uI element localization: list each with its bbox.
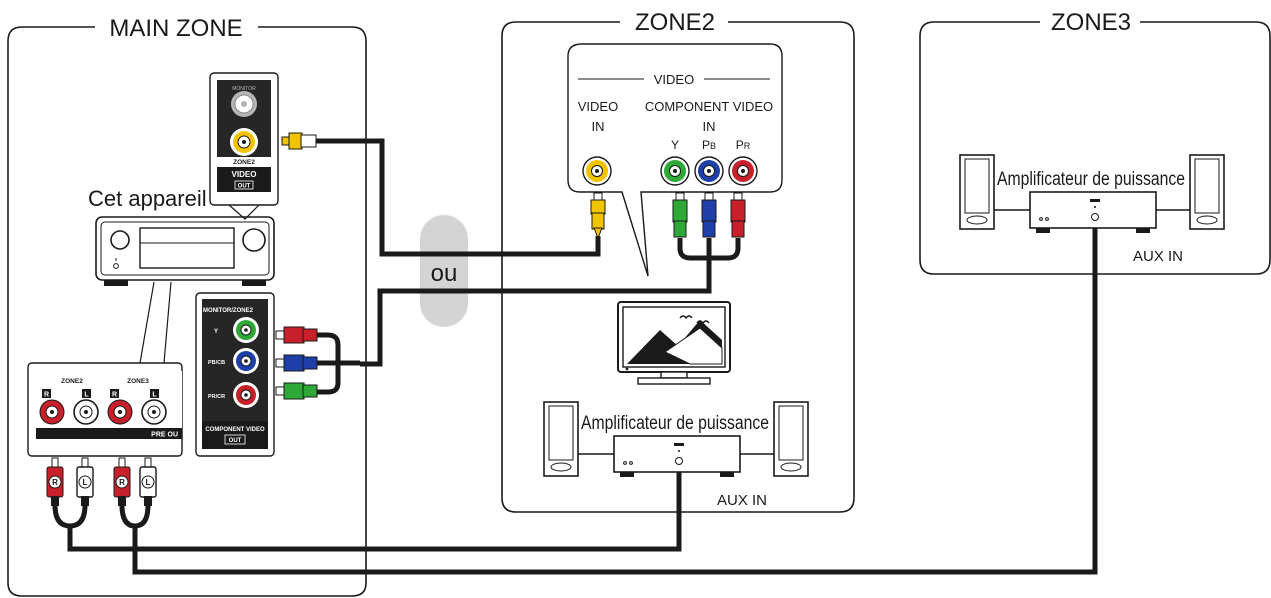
tv-pb-label: PB	[702, 138, 716, 152]
preout-zone2-label: ZONE2	[61, 378, 83, 385]
video-out-panel: MONITOR ZONE2 VIDEO OUT	[209, 72, 279, 206]
zone3-l-plug-label: L	[146, 478, 151, 487]
component-plugs-unit	[275, 326, 318, 400]
zone2-aux-in-label: AUX IN	[717, 492, 767, 509]
callout-lines	[139, 204, 260, 364]
zone2-title: ZONE2	[635, 9, 715, 36]
tv-component-line2: IN	[703, 119, 716, 134]
main-zone-frame: MAIN ZONE	[7, 15, 367, 597]
video-out-video-label: VIDEO	[232, 170, 257, 179]
tv-y-label: Y	[671, 138, 679, 152]
component-y-label: Y	[214, 329, 218, 335]
component-panel-title: MONITOR/ZONE2	[203, 308, 254, 314]
device-label: Cet appareil	[88, 186, 207, 211]
video-out-out-label: OUT	[238, 184, 251, 190]
component-out-panel: MONITOR/ZONE2 Y PB/CB PR/CR COMPONENT VI…	[195, 292, 275, 457]
main-zone-title: MAIN ZONE	[109, 15, 242, 42]
zone3-r-plug-label: R	[119, 478, 125, 487]
pre-out-panel: ZONE2 ZONE3 R L R L PRE OU	[27, 362, 183, 457]
preout-footer-label: PRE OU	[151, 432, 178, 439]
zone3-aux-in-label: AUX IN	[1133, 248, 1183, 265]
preout-zone3-label: ZONE3	[127, 378, 149, 385]
zone3-amplifier: Amplificateur de puissance AUX IN	[959, 154, 1225, 265]
video-out-monitor-label: MONITOR	[232, 86, 256, 92]
preout-zone3-r-tag: R	[112, 392, 117, 399]
tv-icon	[617, 301, 731, 385]
zone2-audio-cable	[67, 472, 682, 552]
tv-video-header: VIDEO	[654, 72, 694, 87]
zone3-audio-cable	[132, 228, 1098, 575]
tv-input-callout: VIDEO VIDEO IN COMPONENT VIDEO IN Y PB P…	[567, 43, 783, 277]
video-out-zone2-label: ZONE2	[233, 159, 255, 166]
or-label: ou	[431, 260, 458, 287]
composite-plug-unit	[281, 132, 317, 150]
zone3-amplifier-label: Amplificateur de puissance	[997, 169, 1185, 190]
component-video-cable	[360, 250, 712, 367]
zone2-rca-y-split	[52, 504, 88, 529]
zone2-amplifier-label: Amplificateur de puissance	[581, 413, 769, 434]
zone2-l-plug: L	[76, 457, 94, 506]
component-out-label: OUT	[229, 438, 242, 444]
tv-component-line1: COMPONENT VIDEO	[645, 99, 773, 114]
zone2-r-plug: R	[46, 457, 64, 506]
preout-zone2-r-tag: R	[44, 392, 49, 399]
receiver: Cet appareil	[88, 186, 275, 286]
component-pr-label: PR/CR	[208, 394, 225, 400]
zone2-amplifier: Amplificateur de puissance AUX IN	[543, 401, 809, 509]
preout-zone3-l-tag: L	[152, 392, 157, 399]
zone2-l-plug-label: L	[83, 478, 88, 487]
zone3-rca-y-split	[119, 504, 151, 529]
tv-video-in-line1: VIDEO	[578, 99, 618, 114]
component-footer-label: COMPONENT VIDEO	[205, 427, 265, 433]
zone3-r-plug: R	[113, 457, 131, 506]
zone2-r-plug-label: R	[52, 478, 58, 487]
tv-video-in-line2: IN	[592, 119, 605, 134]
tv-plugs	[590, 192, 746, 240]
component-pb-label: PB/CB	[208, 360, 225, 366]
zone3-l-plug: L	[139, 457, 157, 506]
or-pill	[420, 215, 468, 327]
tv-pr-label: PR	[736, 138, 751, 152]
cables	[52, 138, 1098, 575]
audio-plugs-unit: R L R L	[46, 457, 157, 506]
zone3-title: ZONE3	[1051, 9, 1131, 36]
composite-video-cable	[314, 138, 601, 257]
preout-zone2-l-tag: L	[84, 392, 89, 399]
